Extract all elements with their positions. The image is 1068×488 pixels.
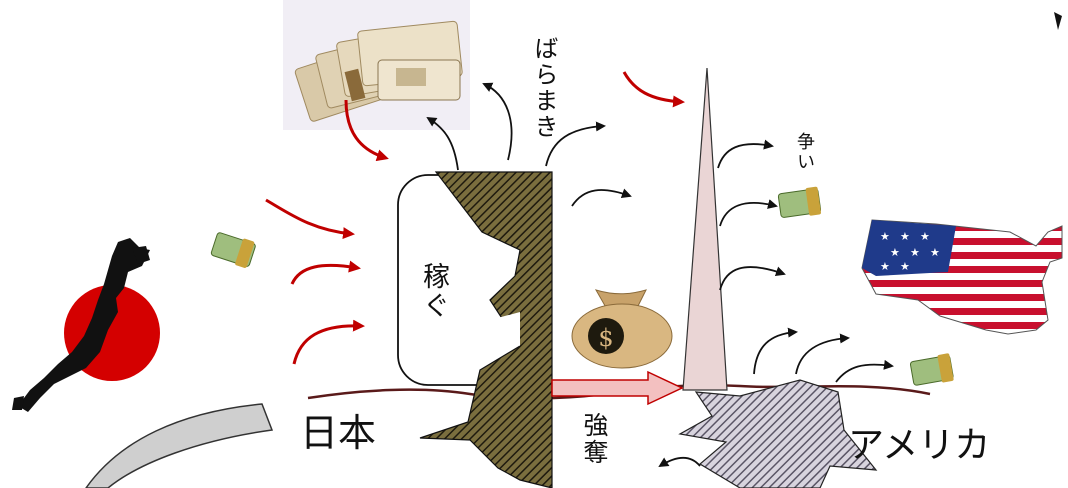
label-arasoi: 争い (794, 132, 815, 172)
price-spike (682, 67, 728, 391)
black-outflow-arrow (795, 333, 850, 375)
corner-mark (1054, 12, 1062, 30)
label-goudatsu: 強奪 (580, 412, 609, 466)
svg-text:★: ★ (880, 230, 890, 243)
black-outflow-arrow (482, 82, 513, 161)
label-america: アメリカ (848, 425, 991, 466)
svg-text:★: ★ (920, 230, 930, 243)
red-inflow-arrow (292, 319, 365, 365)
japan-wall (419, 171, 553, 488)
red-inflow-arrow (290, 260, 361, 285)
svg-text:★: ★ (910, 246, 920, 259)
label-kasegu: 稼ぐ (418, 262, 449, 320)
america-block (678, 379, 878, 488)
label-japan: 日本 (300, 411, 377, 455)
black-outflow-arrow (545, 121, 606, 167)
svg-text:★: ★ (900, 230, 910, 243)
banknote-stack-image (283, 0, 470, 130)
money-bag-icon: $ (571, 289, 673, 369)
black-outflow-arrow (719, 199, 778, 227)
japan-map (12, 238, 160, 412)
black-outflow-arrow (658, 456, 701, 468)
black-outflow-arrow (717, 139, 774, 169)
cash-icon (777, 186, 822, 218)
black-outflow-arrow (753, 327, 798, 375)
svg-text:★: ★ (880, 260, 890, 273)
red-inflow-arrow (265, 198, 355, 240)
black-outflow-arrow (719, 266, 786, 291)
grey-swoosh-shape (85, 403, 274, 488)
svg-text:★: ★ (900, 260, 910, 273)
red-inflow-arrow (622, 71, 685, 108)
svg-text:★: ★ (890, 246, 900, 259)
cash-icon (909, 353, 954, 386)
dollar-symbol: $ (598, 324, 613, 352)
black-outflow-arrow (426, 116, 459, 171)
red-inflow-arrow (344, 99, 389, 162)
cash-icon (210, 232, 256, 268)
label-baramaki: ばらまき (530, 36, 558, 140)
usa-flag-map: ★★★ ★★★ ★★ (861, 219, 1063, 335)
svg-text:★: ★ (930, 246, 940, 259)
transfer-arrow (551, 370, 684, 406)
black-outflow-arrow (571, 188, 632, 207)
black-outflow-arrow (835, 359, 894, 383)
